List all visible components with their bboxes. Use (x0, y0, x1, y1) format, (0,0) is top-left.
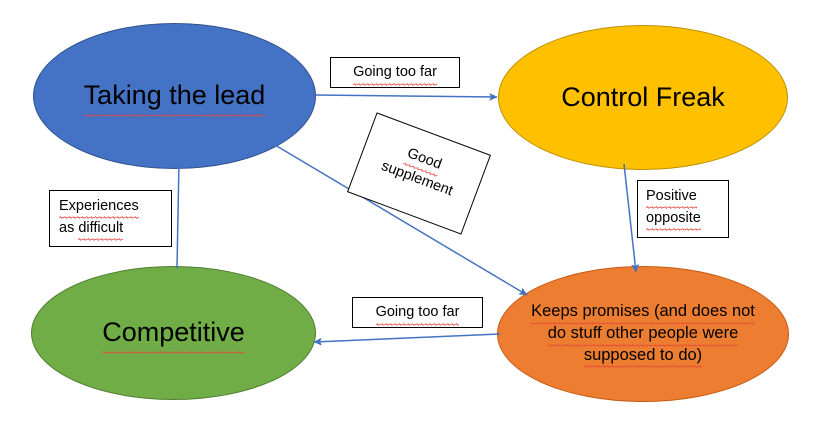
node-keeps-promises[interactable]: Keeps promises (and does not do stuff ot… (497, 266, 789, 402)
edge-label-going-too-far-bottom-text: Going too far (375, 301, 459, 326)
edge-label-experiences-as-difficult[interactable]: Experiences as difficult (49, 190, 172, 247)
edge-taking-the-lead-to-control-freak (315, 92, 498, 101)
node-competitive[interactable]: Competitive (31, 266, 316, 400)
edge-label-going-too-far-bottom[interactable]: Going too far (352, 297, 483, 328)
edge-label-experiences-line1: Experiences (59, 198, 139, 220)
node-taking-the-lead-label: Taking the lead (78, 78, 272, 117)
edge-label-going-too-far-top-text: Going too far (353, 61, 437, 86)
edge-control-freak-to-keeps-promises (623, 163, 640, 273)
edge-label-positive-opposite[interactable]: Positive opposite (637, 180, 729, 238)
edge-label-experiences-line2: as difficult (59, 220, 123, 242)
node-keeps-promises-label: Keeps promises (and does not do stuff ot… (525, 301, 761, 369)
edge-label-positive-opposite-line2: opposite (646, 210, 701, 232)
node-control-freak-label: Control Freak (561, 81, 725, 112)
node-competitive-label: Competitive (96, 315, 251, 354)
edge-label-positive-opposite-line1: Positive (646, 188, 697, 210)
edge-label-going-too-far-top[interactable]: Going too far (330, 57, 460, 88)
edge-keeps-promises-to-competitive (313, 333, 501, 346)
node-taking-the-lead[interactable]: Taking the lead (33, 23, 316, 169)
edge-competitive-to-taking-the-lead (174, 160, 183, 269)
node-control-freak[interactable]: Control Freak (498, 25, 788, 170)
edge-label-good-supplement[interactable]: Good supplement (346, 112, 492, 235)
